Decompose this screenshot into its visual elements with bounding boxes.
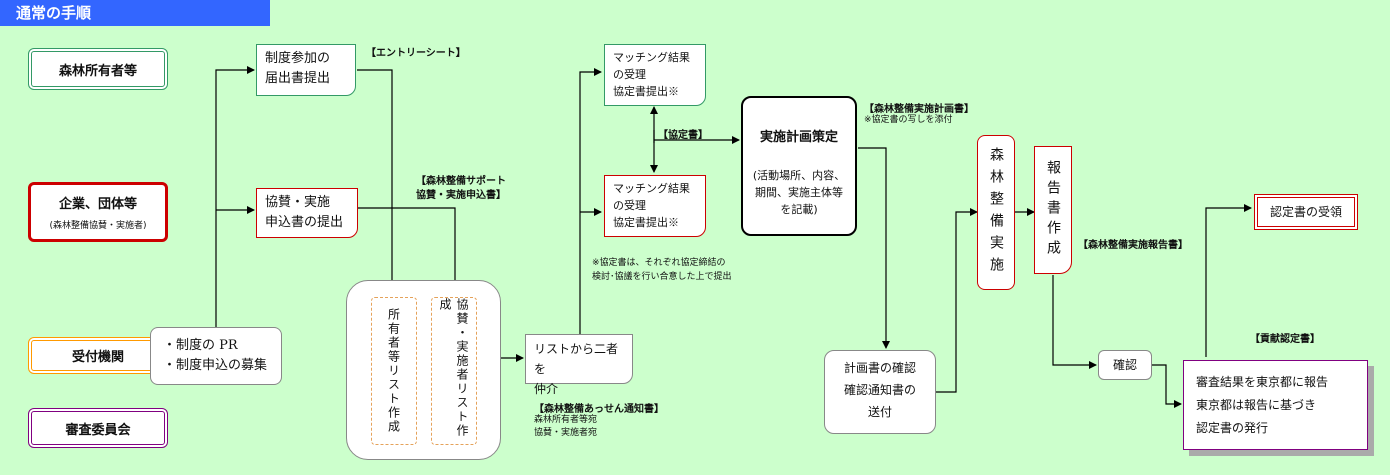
step-owner-list: 所有者等リスト作成 [371,297,417,445]
actor-reception: 受付機関 [28,337,168,374]
label-plan-doc-note: ※協定書の写しを添付 [864,115,953,125]
label-contribution-cert: 【貢献認定書】 [1250,334,1320,345]
label-support-app-1: 【森林整備サポート [416,176,506,187]
connector-mediation-to-matching-top [579,68,602,334]
label-entry-sheet: 【エントリーシート】 [366,48,466,59]
label-agreement: 【協定書】 [658,130,708,141]
label-report-doc: 【森林整備実施報告書】 [1078,240,1188,251]
label-agreement-note-1: ※協定書は、それぞれ協定締結の [592,258,726,268]
label-plan-doc: 【森林整備実施計画書】 [864,104,974,115]
plan-title: 実施計画策定 [759,130,838,145]
step-plan-confirm: 計画書の確認 確認通知書の 送付 [824,350,936,434]
step-check: 確認 [1098,350,1152,380]
plan-body: (活動場所、内容、 期間、実施主体等 を記載) [752,169,846,216]
label-agreement-note-2: 検討･協議を行い合意した上で提出 [592,272,732,282]
step-pr: ・制度の PR ・制度申込の募集 [150,327,282,385]
label-mediation-to-owner: 森林所有者等宛 [534,415,598,425]
connector-confirm-to-forest [936,208,978,393]
actor-company: 企業、団体等 (森林整備協賛・実施者) [28,182,168,242]
step-forest-work: 森林整備実施 [977,135,1015,290]
actor-committee: 審査委員会 [28,408,168,448]
step-report: 報告書作成 [1034,146,1072,274]
step-list-creation: 所有者等リスト作成 協賛・実施者リスト作成 [346,280,501,460]
step-entry-submit: 制度参加の 届出書提出 [256,44,356,96]
step-matching-top: マッチング結果 の受理 協定書提出※ [604,44,706,106]
connector-entry-to-list [357,69,393,280]
connector-sponsor-to-list [357,207,456,280]
step-review: 審査結果を東京都に報告 東京都は報告に基づき 認定書の発行 [1183,360,1368,450]
connector-plan-to-confirm [858,147,890,349]
step-certificate: 認定書の受領 [1254,194,1358,230]
step-matching-bottom: マッチング結果 の受理 協定書提出※ [604,175,706,237]
actor-forest-owner: 森林所有者等 [28,48,168,90]
page-title: 通常の手順 [0,0,270,26]
label-mediation-notice: 【森林整備あっせん通知書】 [534,404,664,415]
connector-report-to-check [1052,275,1097,369]
connector-pr-to-entry [215,66,255,328]
label-support-app-2: 協賛・実施申込書】 [416,190,506,201]
label-mediation-to-sponsor: 協賛・実施者宛 [534,428,598,438]
step-sponsor-list: 協賛・実施者リスト作成 [431,297,477,445]
step-mediation: リストから二者を 仲介 [525,334,633,396]
step-plan: 実施計画策定 (活動場所、内容、 期間、実施主体等 を記載) [741,96,857,236]
step-sponsor-submit: 協賛・実施 申込書の提出 [256,188,358,238]
connector-review-to-certificate [1205,204,1252,357]
connector-check-to-review [1152,364,1182,408]
